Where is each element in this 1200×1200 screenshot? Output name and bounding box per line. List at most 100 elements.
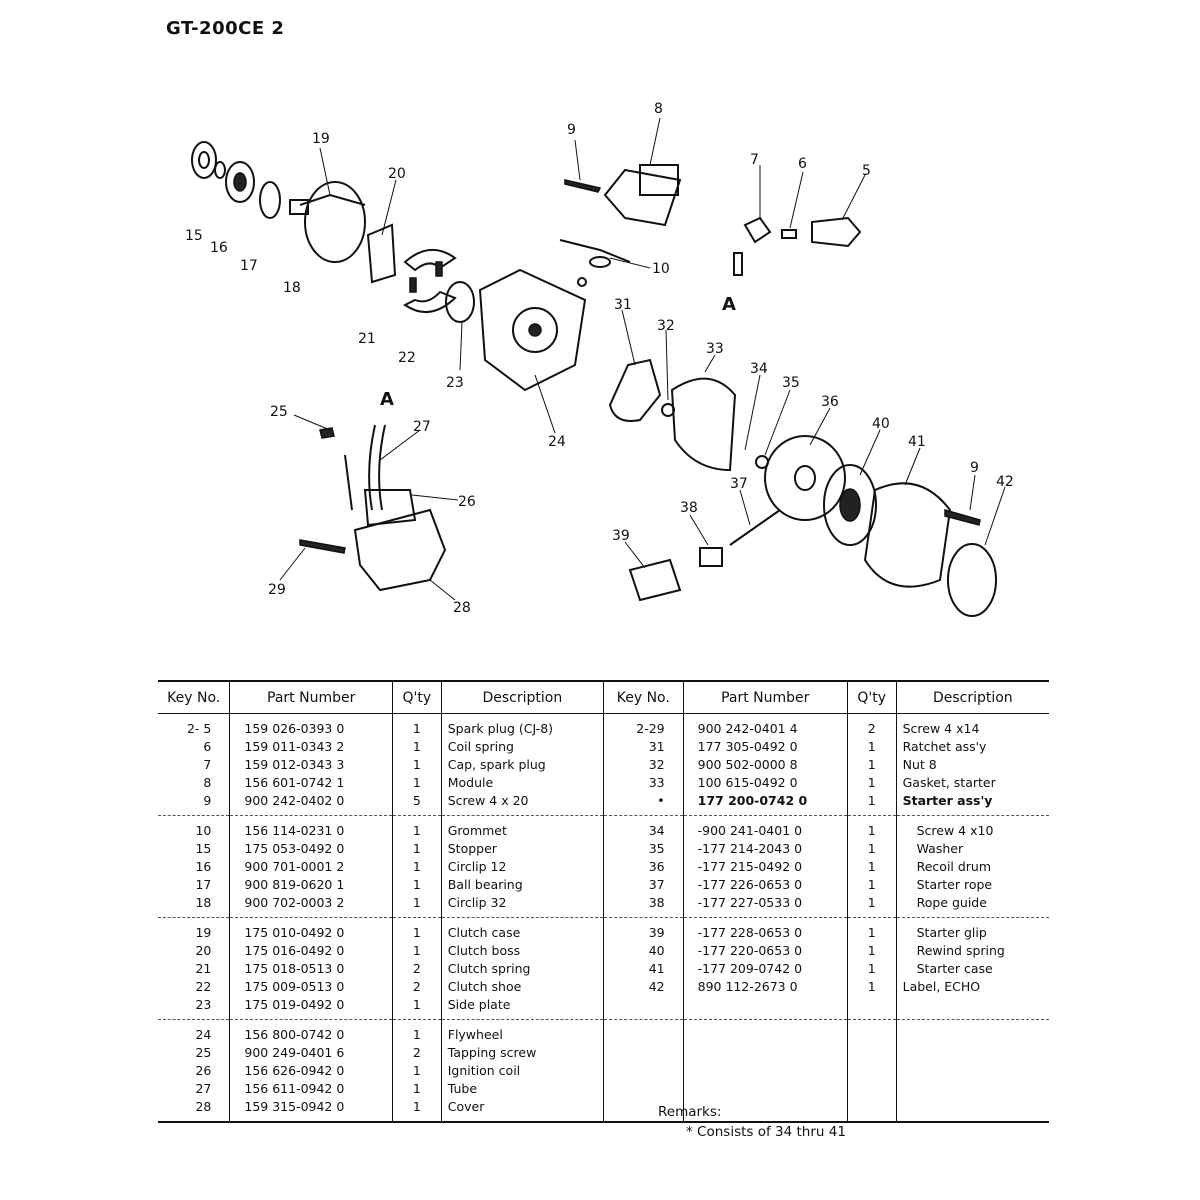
part-number: 159 011-0343 2 <box>229 737 393 755</box>
callout-25: 25 <box>270 404 288 420</box>
qty-2 <box>846 995 897 1020</box>
qty-2: 1 <box>846 755 897 773</box>
qty: 1 <box>391 1061 442 1079</box>
part-number-2 <box>682 995 848 1020</box>
qty-2: 1 <box>846 977 897 995</box>
part-number-2 <box>682 1079 848 1097</box>
qty-2: 1 <box>846 737 897 755</box>
callout-9: 9 <box>567 122 576 138</box>
callout-29: 29 <box>268 582 286 598</box>
description-2: Washer <box>895 839 1049 857</box>
header-key-no: Key No. <box>158 680 230 714</box>
starter-drawing <box>608 358 997 617</box>
part-number: 900 242-0402 0 <box>229 791 393 816</box>
key-no: 6 <box>203 739 212 754</box>
description-2 <box>895 1061 1049 1079</box>
callout-31: 31 <box>614 297 632 313</box>
callout-23: 23 <box>446 375 464 391</box>
header-qty: Q'ty <box>391 680 442 714</box>
description: Clutch case <box>440 917 604 941</box>
key-no-2: 33 <box>602 773 684 791</box>
callout-5: 5 <box>862 163 871 179</box>
callout-7: 7 <box>750 152 759 168</box>
remarks-label: Remarks: <box>658 1104 722 1120</box>
description: Grommet <box>440 815 604 839</box>
part-number: 159 012-0343 3 <box>229 755 393 773</box>
part-number: 175 018-0513 0 <box>229 959 393 977</box>
description-2-text: Screw 4 x10 <box>916 823 994 838</box>
qty: 2 <box>391 1043 442 1061</box>
callout-16: 16 <box>210 240 228 256</box>
part-number: 175 016-0492 0 <box>229 941 393 959</box>
part-number-2: 900 242-0401 4 <box>682 713 848 737</box>
description-2: Rewind spring <box>895 941 1049 959</box>
qty-2: 2 <box>846 713 897 737</box>
part-number: 156 626-0942 0 <box>229 1061 393 1079</box>
part-number: 156 800-0742 0 <box>229 1019 393 1043</box>
key-no: 26 <box>195 1063 212 1078</box>
part-number-2 <box>682 1043 848 1061</box>
table-row: 7 159 012-0343 3 1 Cap, spark plug 32 90… <box>158 755 1049 773</box>
part-number: 175 010-0492 0 <box>229 917 393 941</box>
qty-2: 1 <box>846 815 897 839</box>
callout-9b: 9 <box>970 460 979 476</box>
key-no-2: 31 <box>602 737 684 755</box>
key-no-2: 2-29 <box>602 713 684 737</box>
qty: 1 <box>391 713 442 737</box>
qty: 1 <box>391 1019 442 1043</box>
part-number-2: 177 200-0742 0 <box>682 791 848 816</box>
callout-35: 35 <box>782 375 800 391</box>
callout-labels: 5 6 7 8 9 10 15 16 17 18 19 20 21 22 23 … <box>185 101 1014 616</box>
description-2-text: Starter rope <box>916 877 993 892</box>
header-description-2: Description <box>895 680 1049 714</box>
qty-2 <box>846 1043 897 1061</box>
description-2-text: Starter case <box>916 961 993 976</box>
header-part-number: Part Number <box>229 680 393 714</box>
description-2: Rope guide <box>895 893 1049 918</box>
table-row: 26 156 626-0942 0 1 Ignition coil <box>158 1061 1049 1079</box>
part-number-2: -177 220-0653 0 <box>682 941 848 959</box>
table-row: 23 175 019-0492 0 1 Side plate <box>158 995 1049 1020</box>
description: Clutch boss <box>440 941 604 959</box>
key-no-2: 34 <box>602 815 684 839</box>
key-no: 23 <box>195 997 212 1012</box>
key-no-2 <box>602 1061 684 1079</box>
description-2: Screw 4 x14 <box>895 713 1049 737</box>
description: Cap, spark plug <box>440 755 604 773</box>
qty: 1 <box>391 875 442 893</box>
part-number-2 <box>682 1019 848 1043</box>
callout-10: 10 <box>652 261 670 277</box>
part-number: 175 053-0492 0 <box>229 839 393 857</box>
description-2-text: Recoil drum <box>916 859 992 874</box>
callout-20: 20 <box>388 166 406 182</box>
spark-plug-drawing <box>733 216 862 276</box>
callout-38: 38 <box>680 500 698 516</box>
key-no-2: 37 <box>602 875 684 893</box>
qty: 2 <box>391 959 442 977</box>
qty: 1 <box>391 941 442 959</box>
callout-41: 41 <box>908 434 926 450</box>
key-no-2: • <box>602 791 684 816</box>
description-2 <box>895 1079 1049 1097</box>
qty-2: 1 <box>846 773 897 791</box>
table-row: 17 900 819-0620 1 1 Ball bearing 37 -177… <box>158 875 1049 893</box>
part-number-2: -177 214-2043 0 <box>682 839 848 857</box>
callout-37: 37 <box>730 476 748 492</box>
key-no-2: 41 <box>602 959 684 977</box>
part-number: 175 009-0513 0 <box>229 977 393 995</box>
qty: 1 <box>391 1079 442 1097</box>
part-number-2: 900 502-0000 8 <box>682 755 848 773</box>
table-row: 16 900 701-0001 2 1 Circlip 12 36 -177 2… <box>158 857 1049 875</box>
qty: 1 <box>391 857 442 875</box>
table-row: 6 159 011-0343 2 1 Coil spring 31 177 30… <box>158 737 1049 755</box>
callout-39: 39 <box>612 528 630 544</box>
qty-2 <box>846 1097 897 1122</box>
description: Tube <box>440 1079 604 1097</box>
module-drawing <box>559 164 682 287</box>
ref-mark-a-bottom: A <box>380 389 394 410</box>
description: Stopper <box>440 839 604 857</box>
page-title: GT-200CE 2 <box>166 18 285 39</box>
key-no: 17 <box>195 877 212 892</box>
header-description: Description <box>440 680 604 714</box>
qty-2: 1 <box>846 917 897 941</box>
